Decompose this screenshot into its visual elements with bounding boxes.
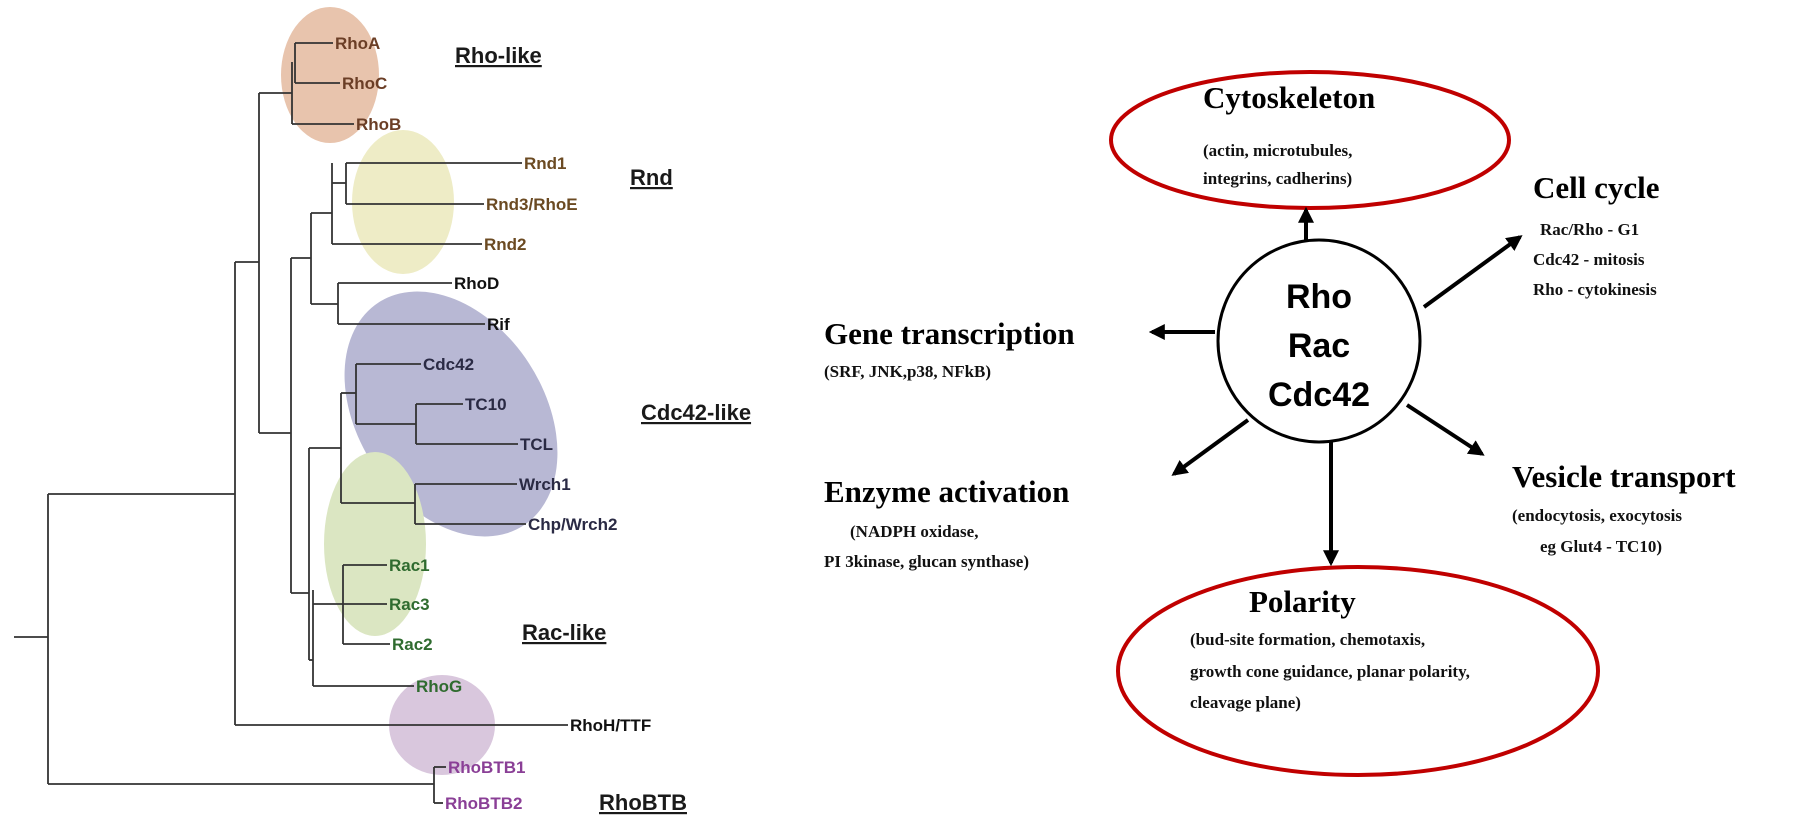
leaf-label: Rac1 (389, 556, 430, 575)
leaf-label: Rnd2 (484, 235, 527, 254)
output-detail: cleavage plane) (1190, 693, 1301, 712)
leaf-label: RhoBTB1 (448, 758, 525, 777)
output-detail: (NADPH oxidase, (850, 522, 978, 541)
output-detail: Rho - cytokinesis (1533, 280, 1657, 299)
output-detail: growth cone guidance, planar polarity, (1190, 662, 1470, 681)
output-detail: Rac/Rho - G1 (1540, 220, 1639, 239)
output-detail: (actin, microtubules, (1203, 141, 1352, 160)
group-ellipse-rnd (352, 130, 454, 274)
hub-label-cdc42: Cdc42 (1268, 376, 1370, 414)
output-detail: Cdc42 - mitosis (1533, 250, 1645, 269)
output-detail: PI 3kinase, glucan synthase) (824, 552, 1029, 571)
leaf-label: TCL (520, 435, 553, 454)
highlight-oval-polarity (1116, 565, 1600, 777)
leaf-label: RhoBTB2 (445, 794, 522, 813)
group-ellipse-rac-like (324, 452, 426, 636)
arrow-to-enzyme-activation (1171, 418, 1250, 476)
hub-circle (1216, 238, 1422, 444)
output-detail: (SRF, JNK,p38, NFkB) (824, 362, 991, 381)
arrow-to-vesicle-transport (1405, 403, 1485, 456)
pathway-arrows (1148, 206, 1523, 567)
tree-branches (14, 42, 568, 804)
output-cell-cycle: Cell cycle Rac/Rho - G1 Cdc42 - mitosis … (1533, 170, 1660, 299)
leaf-label: RhoB (356, 115, 401, 134)
output-enzyme-activation: Enzyme activation (NADPH oxidase, PI 3ki… (824, 474, 1069, 571)
hub-label-rac: Rac (1288, 327, 1350, 365)
leaf-label: RhoC (342, 74, 387, 93)
leaf-label: RhoD (454, 274, 499, 293)
leaf-label: Rif (487, 315, 510, 334)
output-title: Enzyme activation (824, 474, 1069, 509)
rho-gtpase-pathway-diagram: Rho Rac Cdc42 Cytoskeleton (actin, micro… (824, 70, 1736, 777)
leaf-label: Rnd3/RhoE (486, 195, 578, 214)
output-detail: eg Glut4 - TC10) (1540, 537, 1662, 556)
output-title: Gene transcription (824, 316, 1075, 351)
output-title: Polarity (1249, 584, 1356, 619)
output-gene-transcription: Gene transcription (SRF, JNK,p38, NFkB) (824, 316, 1075, 381)
phylogenetic-tree: RhoA RhoC RhoB Rnd1 Rnd3/RhoE Rnd2 RhoD … (14, 7, 751, 815)
hub-label-rho: Rho (1286, 278, 1352, 316)
leaf-label: RhoG (416, 677, 462, 696)
output-polarity: Polarity (bud-site formation, chemotaxis… (1190, 584, 1470, 712)
leaf-label: TC10 (465, 395, 507, 414)
leaf-label: Rnd1 (524, 154, 567, 173)
output-detail: (bud-site formation, chemotaxis, (1190, 630, 1425, 649)
group-label-rac-like: Rac-like (522, 620, 606, 645)
leaf-label: Wrch1 (519, 475, 571, 494)
leaf-label: Rac3 (389, 595, 430, 614)
arrow-to-cell-cycle (1422, 235, 1523, 309)
group-label-rhobtb: RhoBTB (599, 790, 687, 815)
output-cytoskeleton: Cytoskeleton (actin, microtubules, integ… (1203, 80, 1375, 188)
output-title: Vesicle transport (1512, 459, 1736, 494)
group-highlights (281, 7, 558, 775)
leaf-label: RhoA (335, 34, 380, 53)
leaf-label: Rac2 (392, 635, 433, 654)
group-label-rho-like: Rho-like (455, 43, 542, 68)
output-title: Cell cycle (1533, 170, 1660, 205)
leaf-label: Cdc42 (423, 355, 474, 374)
hub-node: Rho Rac Cdc42 (1216, 238, 1422, 444)
leaf-label: Chp/Wrch2 (528, 515, 617, 534)
output-vesicle-transport: Vesicle transport (endocytosis, exocytos… (1512, 459, 1736, 556)
group-ellipse-rho-like (281, 7, 379, 143)
output-detail: integrins, cadherins) (1203, 169, 1352, 188)
output-detail: (endocytosis, exocytosis (1512, 506, 1682, 525)
group-label-cdc42-like: Cdc42-like (641, 400, 751, 425)
tree-leaf-labels: RhoA RhoC RhoB Rnd1 Rnd3/RhoE Rnd2 RhoD … (335, 34, 651, 813)
leaf-label: RhoH/TTF (570, 716, 651, 735)
group-label-rnd: Rnd (630, 165, 673, 190)
output-title: Cytoskeleton (1203, 80, 1375, 115)
tree-group-labels: Rho-like Rnd Cdc42-like Rac-like RhoBTB (455, 43, 751, 815)
